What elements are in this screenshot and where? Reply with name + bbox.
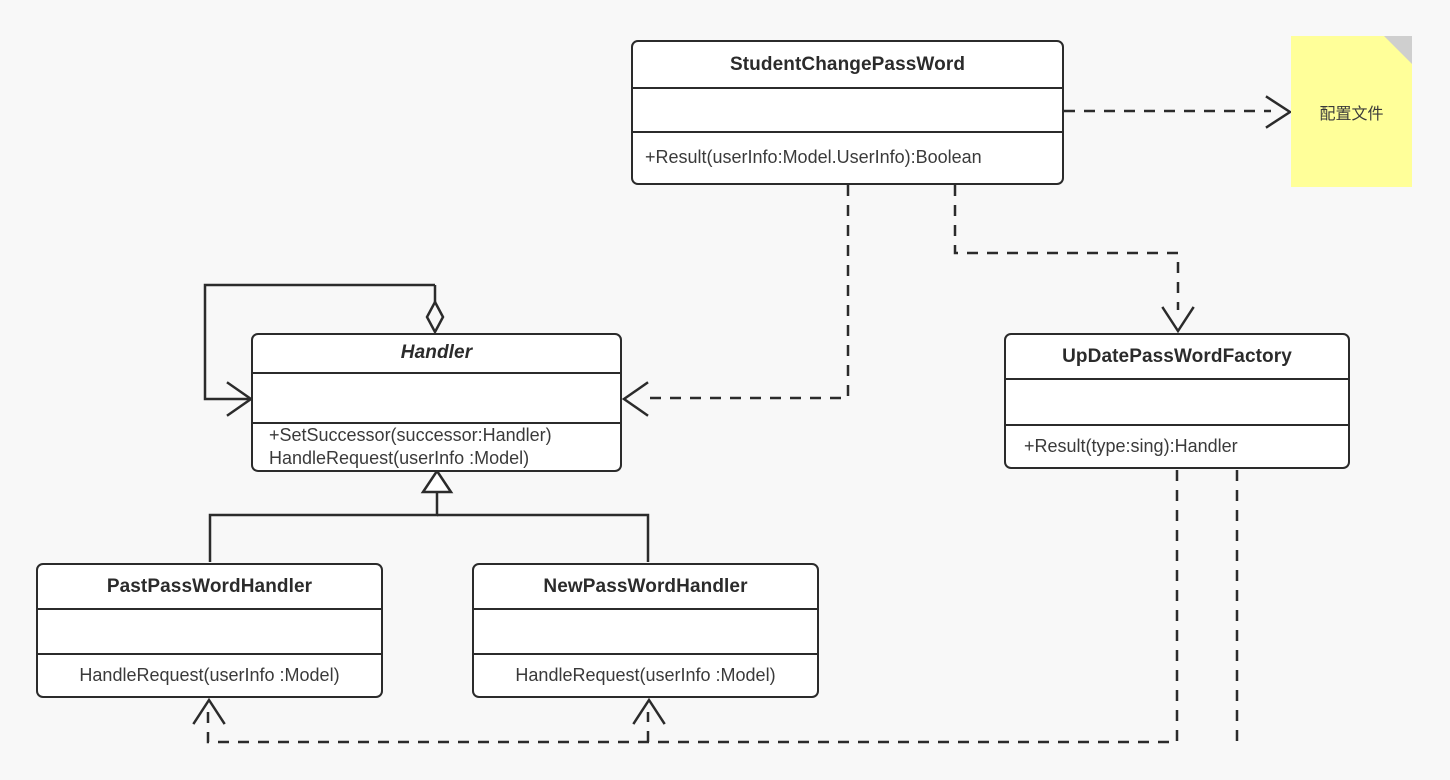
class-update-password-factory[interactable]: UpDatePassWordFactory +Result(type:sing)… bbox=[1004, 333, 1350, 469]
class-operations-handler: +SetSuccessor(successor:Handler) HandleR… bbox=[253, 424, 620, 470]
operation-row: +Result(userInfo:Model.UserInfo):Boolean bbox=[645, 147, 982, 168]
note-configuration-file[interactable]: 配置文件 bbox=[1291, 36, 1412, 187]
operation-row: +Result(type:sing):Handler bbox=[1024, 435, 1238, 456]
class-name-student-change-password: StudentChangePassWord bbox=[633, 42, 1062, 89]
operation-row: HandleRequest(userInfo :Model) bbox=[515, 664, 776, 685]
class-operations-past-password-handler: HandleRequest(userInfo :Model) bbox=[38, 655, 381, 696]
note-text: 配置文件 bbox=[1319, 105, 1384, 123]
open-arrowhead bbox=[621, 381, 649, 417]
class-attributes-past-password-handler bbox=[38, 610, 381, 655]
class-handler[interactable]: Handler +SetSuccessor(successor:Handler)… bbox=[251, 333, 622, 472]
class-name-handler: Handler bbox=[253, 335, 620, 374]
operation-row: HandleRequest(userInfo :Model) bbox=[79, 664, 340, 685]
operation-row: +SetSuccessor(successor:Handler) bbox=[269, 424, 552, 445]
generalization-subclasses-to-handler bbox=[208, 468, 650, 562]
operation-row: HandleRequest(userInfo :Model) bbox=[269, 447, 530, 468]
dependency-student-to-handler bbox=[621, 185, 850, 417]
class-attributes-new-password-handler bbox=[474, 610, 817, 655]
class-past-password-handler[interactable]: PastPassWordHandler HandleRequest(userIn… bbox=[36, 563, 383, 698]
class-attributes-handler bbox=[253, 374, 620, 424]
class-operations-update-password-factory: +Result(type:sing):Handler bbox=[1006, 426, 1348, 467]
class-operations-new-password-handler: HandleRequest(userInfo :Model) bbox=[474, 655, 817, 696]
open-arrowhead bbox=[632, 697, 666, 725]
class-attributes-student-change-password bbox=[633, 89, 1062, 133]
class-attributes-update-password-factory bbox=[1006, 380, 1348, 426]
dependency-factory-to-handlers bbox=[192, 470, 1239, 744]
open-arrowhead bbox=[1161, 306, 1195, 334]
class-new-password-handler[interactable]: NewPassWordHandler HandleRequest(userInf… bbox=[472, 563, 819, 698]
class-operations-student-change-password: +Result(userInfo:Model.UserInfo):Boolean bbox=[633, 133, 1062, 183]
note-fold-corner-icon bbox=[1384, 36, 1412, 64]
dependency-student-to-factory bbox=[953, 185, 1195, 334]
open-arrowhead bbox=[1265, 95, 1293, 129]
generalization-triangle bbox=[420, 468, 454, 494]
aggregation-diamond bbox=[425, 299, 445, 335]
dependency-student-to-note bbox=[1064, 95, 1293, 129]
open-arrowhead bbox=[192, 697, 226, 725]
class-name-update-password-factory: UpDatePassWordFactory bbox=[1006, 335, 1348, 380]
class-student-change-password[interactable]: StudentChangePassWord +Result(userInfo:M… bbox=[631, 40, 1064, 185]
class-name-new-password-handler: NewPassWordHandler bbox=[474, 565, 817, 610]
class-name-past-password-handler: PastPassWordHandler bbox=[38, 565, 381, 610]
